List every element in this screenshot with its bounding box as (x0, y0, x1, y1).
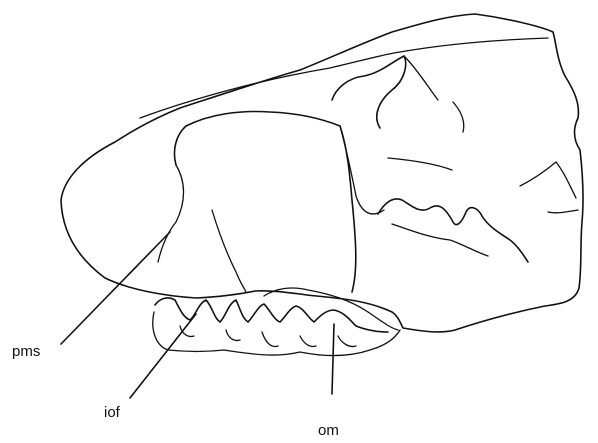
zygomatic-arch (378, 199, 528, 262)
tooth-crowns (180, 326, 356, 347)
maxillary-process (264, 288, 398, 330)
suture-line (212, 210, 246, 292)
dorsal-ridge-line (140, 38, 548, 118)
rear-lobe-line-2 (548, 210, 578, 213)
frontal-line (404, 56, 438, 100)
arch-lower-line (392, 224, 488, 256)
maxilla-outline (174, 112, 355, 292)
maxilla-front-edge (158, 165, 184, 262)
om-label: om (318, 423, 339, 438)
pms-label: pms (12, 344, 40, 359)
rear-lobe-line (520, 162, 576, 198)
skull-outline (61, 14, 583, 332)
orbit-rear-edge (340, 126, 384, 214)
temporal-line (388, 158, 452, 170)
iof-leader-line (130, 314, 196, 398)
om-leader-line (332, 324, 334, 394)
postorbital-line (453, 102, 464, 132)
orbit-outline (332, 56, 406, 128)
iof-label: iof (104, 405, 120, 420)
